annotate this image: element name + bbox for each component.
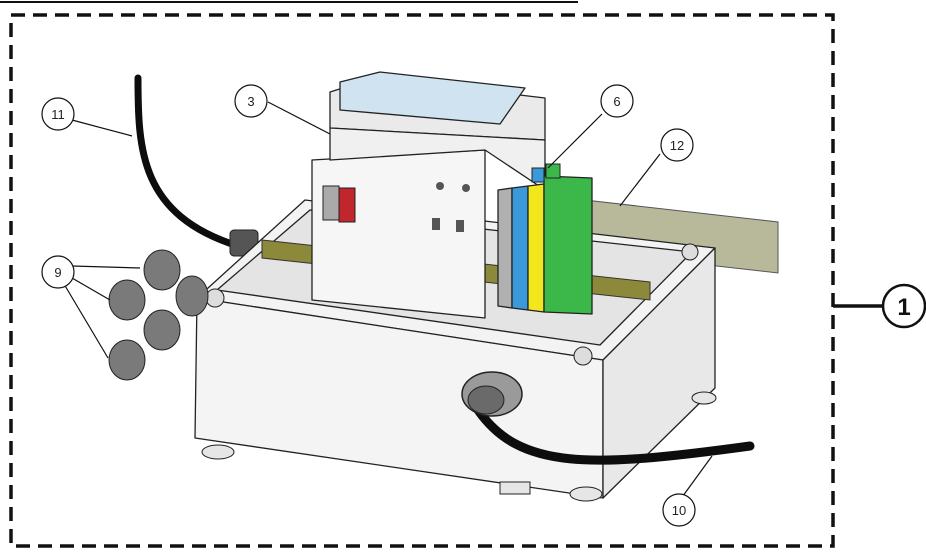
red-switch — [338, 187, 356, 223]
assembly-number: 1 — [897, 294, 910, 321]
callout-9-label: 9 — [54, 265, 61, 280]
assembly-boundary — [9, 13, 835, 548]
callout-3-label: 3 — [247, 94, 254, 109]
callout-12-label: 12 — [670, 138, 684, 153]
callout-6: 6 — [600, 84, 634, 118]
grommets — [108, 249, 209, 381]
cable-10 — [473, 405, 755, 465]
assembly-callout: 1 — [833, 283, 926, 329]
callout-10: 10 — [662, 493, 696, 527]
terminal-blocks — [497, 163, 593, 315]
callout-12: 12 — [660, 128, 694, 162]
leader-lines — [63, 101, 713, 501]
callout-9: 9 — [41, 255, 75, 289]
callout-6-label: 6 — [613, 94, 620, 109]
callout-3: 3 — [234, 84, 268, 118]
callout-10-label: 10 — [672, 503, 686, 518]
callout-11: 11 — [41, 97, 75, 131]
cable-gland-front — [461, 371, 523, 417]
callout-11-label: 11 — [51, 107, 65, 122]
cable-11 — [134, 74, 242, 250]
control-module — [311, 71, 546, 319]
grey-switch — [322, 185, 340, 221]
